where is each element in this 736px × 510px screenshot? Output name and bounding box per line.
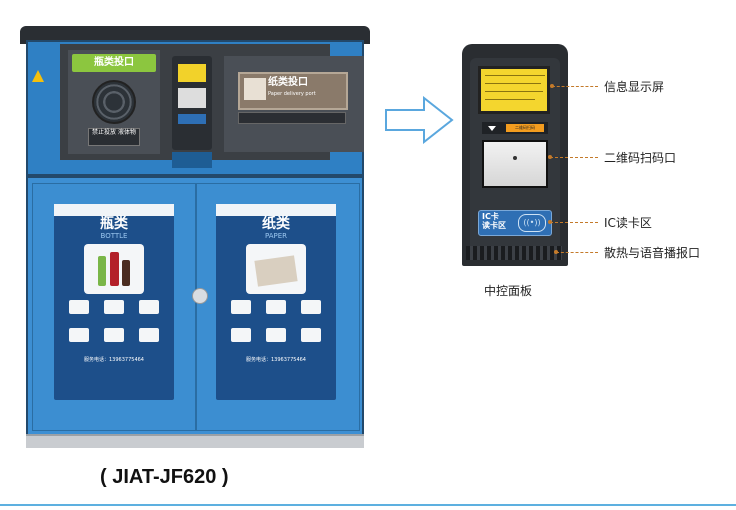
control-panel-caption: 中控面板 (484, 284, 533, 298)
machine-roof (20, 26, 370, 44)
paper-icon (301, 328, 322, 342)
bottle-icon (68, 328, 89, 342)
speaker-vent (466, 246, 562, 260)
machine-base (26, 434, 364, 448)
ic-label-line2: 读卡区 (482, 221, 506, 230)
callout-dot (548, 220, 552, 224)
paper-icon (265, 328, 286, 342)
paper-slot-sublabel: Paper delivery port (268, 91, 316, 97)
callout-display-screen: 信息显示屏 (604, 80, 665, 94)
callout-vent-speaker: 散热与语音播报口 (604, 246, 701, 260)
qr-scan-button: 二维码扫码 (506, 124, 544, 132)
callout-dot (554, 250, 558, 254)
paper-stack-icon (244, 78, 266, 100)
paper-slot-label: 纸类投口 (268, 77, 308, 88)
paper-icon (265, 300, 286, 314)
callout-line (556, 252, 598, 253)
bottle-icon (139, 328, 160, 342)
scanner-lens-icon (513, 156, 517, 160)
category-tile (99, 328, 128, 352)
callout-qr-scanner: 二维码扫码口 (604, 151, 677, 165)
door-lock-icon (192, 288, 208, 304)
sticker-header (54, 204, 174, 216)
bottle-icon (98, 256, 106, 286)
category-tile (135, 328, 164, 352)
category-tile (99, 300, 128, 324)
machine-info-plate (172, 152, 212, 168)
paper-icon-grid (216, 298, 336, 354)
paper-icon (230, 300, 251, 314)
callout-line (552, 86, 598, 87)
category-tile (226, 328, 255, 352)
bottle-icon-grid (54, 298, 174, 354)
bottle-icon (139, 300, 160, 314)
category-tile (297, 328, 326, 352)
sticker-subtitle: BOTTLE (100, 232, 128, 240)
paper-icon (301, 300, 322, 314)
sticker-header (216, 204, 336, 216)
bottle-icon (122, 260, 130, 286)
info-display-screen (478, 66, 550, 114)
machine-screen (178, 64, 206, 82)
bottle-icon (110, 252, 119, 286)
paper-icon (230, 328, 251, 342)
callout-line (550, 222, 598, 223)
bottle-icon (103, 328, 124, 342)
model-label: ( JIAT-JF620 ) (100, 466, 229, 488)
paper-photo (246, 244, 306, 294)
bottle-sticker: 瓶类 BOTTLE 服务电话：13963775464 (54, 204, 174, 400)
service-phone: 服务电话：13963775464 (84, 357, 144, 363)
ic-card-label: IC卡 读卡区 (482, 212, 512, 230)
nfc-icon: ((•)) (518, 214, 546, 232)
qr-scanner-window (482, 140, 548, 188)
paper-sticker: 纸类 PAPER 服务电话：13963775464 (216, 204, 336, 400)
category-tile (297, 300, 326, 324)
ic-label-line1: IC卡 (482, 212, 499, 221)
bottle-slot-label: 瓶类投口 (72, 54, 156, 72)
sticker-title: 瓶类 (100, 216, 128, 232)
recycling-machine: 瓶类投口 禁止投放 液体物 纸类投口 Paper delivery port 瓶… (20, 26, 370, 448)
arrow-right-icon (385, 96, 454, 144)
service-phone: 服务电话：13963775464 (246, 357, 306, 363)
callout-dot (548, 155, 552, 159)
triangle-down-icon (488, 126, 496, 131)
callout-ic-reader: IC读卡区 (604, 216, 652, 230)
category-tile (261, 328, 290, 352)
bottle-intake-fan-icon (92, 80, 136, 124)
category-tile (226, 300, 255, 324)
category-tile (64, 328, 93, 352)
sticker-title: 纸类 (262, 216, 290, 232)
callout-line (550, 157, 598, 158)
sticker-subtitle: PAPER (264, 232, 288, 240)
paper-slot-opening (238, 112, 346, 124)
bottle-icon (103, 300, 124, 314)
category-tile (135, 300, 164, 324)
paper-slot-label-text: 纸类投口 Paper delivery port (268, 76, 344, 104)
machine-ic-reader (178, 114, 206, 124)
machine-scanner (178, 88, 206, 108)
callout-dot (550, 84, 554, 88)
category-tile (261, 300, 290, 324)
bottom-rule (0, 504, 736, 506)
no-liquid-sign: 禁止投放 液体物 (88, 128, 140, 146)
paper-stack-icon (254, 255, 298, 287)
bottle-icon (68, 300, 89, 314)
category-tile (64, 300, 93, 324)
bottles-photo (84, 244, 144, 294)
paper-slot-label-plate (238, 72, 348, 110)
